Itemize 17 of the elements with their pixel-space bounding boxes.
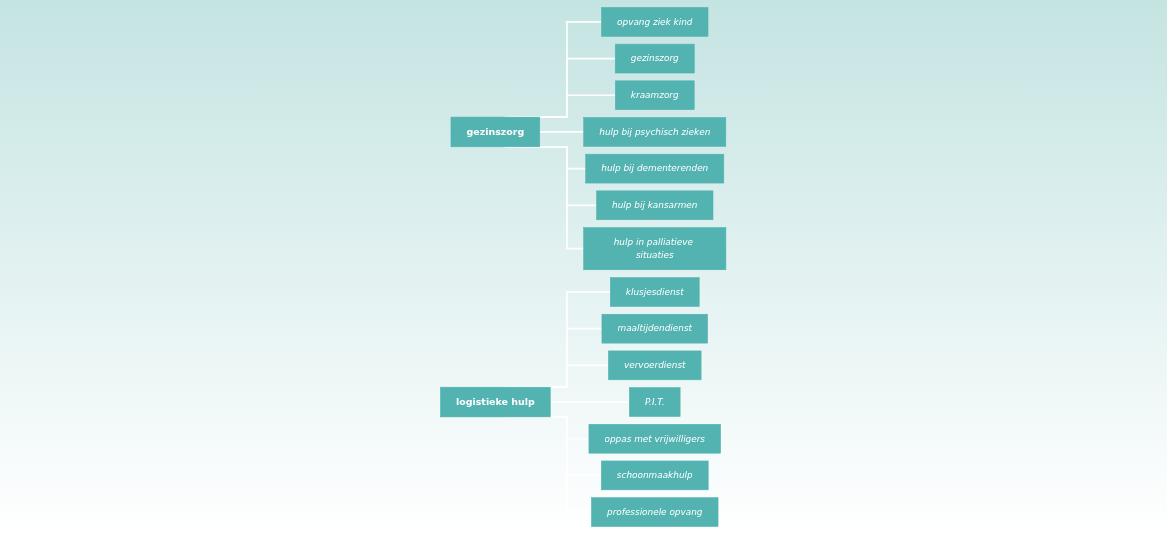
node-box: gezinszorg [451, 116, 541, 148]
node-box: maaltijdendienst [601, 313, 709, 344]
node-box: hulp bij dementerenden [585, 153, 725, 184]
node-box: opvang ziek kind [601, 7, 709, 37]
node-box: klusjesdienst [610, 277, 700, 307]
node-box: logistieke hulp [440, 386, 551, 418]
connector [539, 131, 585, 133]
node-box: professionele opvang [591, 497, 719, 527]
node-box: hulp bij psychisch zieken [583, 117, 727, 147]
node-box: hulp in palliatieve situaties [583, 227, 727, 271]
node-box: P.I.T. [629, 387, 681, 417]
node-box: gezinszorg [615, 43, 695, 74]
node-box: kraamzorg [615, 80, 695, 110]
node-box: hulp bij kansarmen [596, 190, 714, 221]
node-box: vervoerdienst [608, 350, 702, 381]
node-box: oppas met vrijwilligers [589, 424, 722, 454]
node-box: schoonmaakhulp [601, 460, 709, 491]
